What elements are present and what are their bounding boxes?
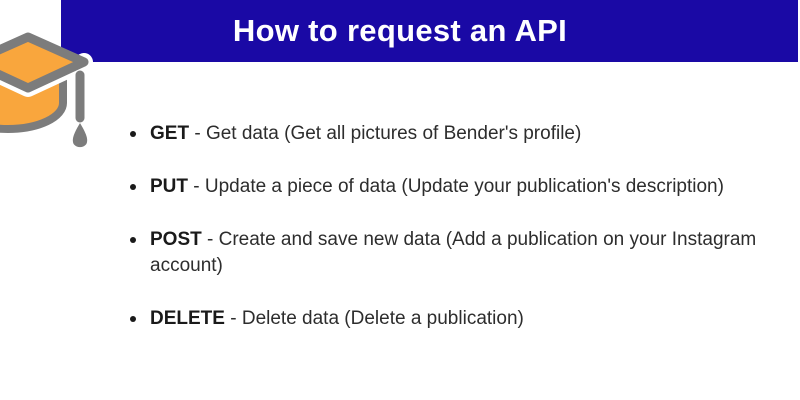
method-name: DELETE — [150, 308, 225, 329]
method-separator: - — [189, 123, 206, 144]
method-name: GET — [150, 123, 190, 144]
method-description: Delete data (Delete a publication) — [241, 308, 524, 329]
bullet-icon — [130, 184, 136, 190]
method-name: POST — [150, 229, 202, 250]
page-title: How to request an API — [232, 13, 568, 48]
graduation-cap-icon — [0, 32, 93, 148]
method-name: PUT — [150, 176, 188, 197]
method-description: Create and save new data (Add a publicat… — [150, 229, 757, 276]
bullet-icon — [130, 316, 136, 322]
method-separator: - — [201, 229, 219, 250]
list-item-put: PUT - Update a piece of data (Update you… — [128, 174, 800, 200]
method-description: Update a piece of data (Update your publ… — [204, 176, 724, 197]
http-methods-list: GET - Get data (Get all pictures of Bend… — [128, 121, 800, 359]
list-item-delete: DELETE - Delete data (Delete a publicati… — [128, 306, 800, 332]
bullet-icon — [130, 237, 136, 243]
method-separator: - — [188, 176, 205, 197]
bullet-icon — [130, 131, 136, 137]
list-item-post: POST - Create and save new data (Add a p… — [128, 227, 800, 279]
list-item-get: GET - Get data (Get all pictures of Bend… — [128, 121, 800, 147]
method-description: Get data (Get all pictures of Bender's p… — [205, 123, 582, 144]
header-banner — [61, 0, 798, 62]
method-separator: - — [224, 308, 242, 329]
